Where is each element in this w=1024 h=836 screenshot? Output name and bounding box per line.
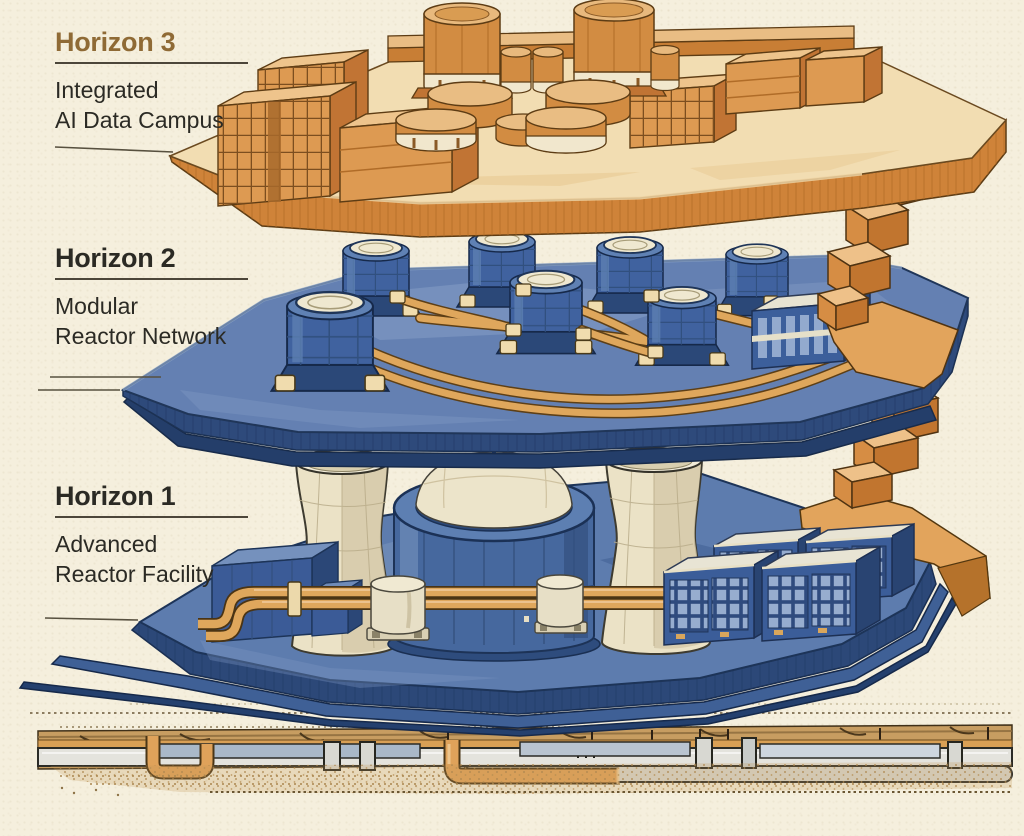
- storage-tank-flat: [525, 106, 607, 154]
- label-leader-lines: [38, 146, 174, 621]
- container-building: [663, 549, 779, 646]
- horizon-1-underline: [55, 516, 248, 518]
- horizon-1-illustration: [18, 442, 991, 737]
- storage-tanks: [395, 0, 680, 154]
- reactor-containment: [387, 442, 601, 662]
- horizon-3-illustration: [168, 0, 1008, 238]
- horizon-2-underline: [55, 278, 248, 280]
- soil-stipple: [50, 762, 1012, 797]
- container-building: [761, 545, 881, 642]
- horizon-2-description: Modular Reactor Network: [55, 293, 227, 349]
- horizon-3-underline: [55, 62, 248, 64]
- horizon-2-title: Horizon 2: [55, 243, 176, 273]
- horizon-1-title: Horizon 1: [55, 481, 176, 511]
- horizon-1-description: Advanced Reactor Facility: [55, 531, 214, 587]
- horizon-3-label: Horizon 3 Integrated AI Data Campus: [55, 27, 285, 135]
- container-buildings: [663, 522, 915, 646]
- data-center-building: [805, 45, 883, 107]
- underground-utilities: [30, 703, 1013, 797]
- horizon-1-leader-line: [44, 617, 139, 621]
- horizon-3-title: Horizon 3: [55, 27, 176, 57]
- modular-reactor: [495, 269, 597, 355]
- horizon-2-label: Horizon 2 Modular Reactor Network: [55, 243, 285, 351]
- data-center-buildings: [217, 45, 883, 207]
- horizon-1-label: Horizon 1 Advanced Reactor Facility: [55, 481, 285, 589]
- modular-reactor-large: [270, 290, 390, 393]
- storage-tank-small: [500, 46, 532, 94]
- storage-tank-flat: [395, 108, 477, 152]
- vent-cylinder-left: [366, 575, 430, 641]
- horizon-3-leader-line: [54, 146, 174, 153]
- site-pipe-run: [198, 577, 876, 642]
- storage-tank-small: [650, 44, 680, 92]
- horizon-3-description: Integrated AI Data Campus: [55, 77, 224, 133]
- vent-cylinder-right: [534, 574, 588, 634]
- horizon-2-illustration: [120, 230, 970, 469]
